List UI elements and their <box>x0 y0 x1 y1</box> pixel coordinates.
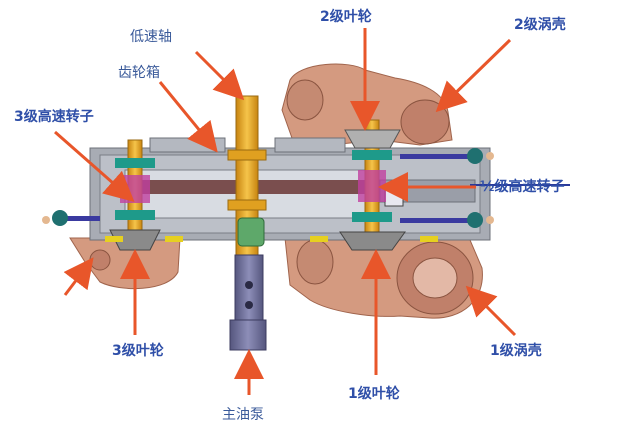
seal-accents <box>105 236 438 242</box>
arrow-low-speed-shaft <box>194 50 245 101</box>
arrow-stage2-volute <box>435 38 512 113</box>
label-stage2-volute: 2级涡壳 <box>514 17 566 33</box>
label-gearbox: 齿轮箱 <box>118 65 160 81</box>
arrow-gearbox <box>158 81 218 153</box>
arrow-stage3-rotor <box>54 130 135 202</box>
label-stage12-rotor: ½级高速转子 <box>480 179 565 195</box>
label-stage1-volute: 1级涡壳 <box>490 343 542 359</box>
gearbox-housing <box>89 137 491 241</box>
arrow-unlabeled-left <box>63 257 94 296</box>
arrow-stage1-volute <box>465 285 517 337</box>
leader-arrows <box>54 28 517 395</box>
stage3-rotor-shape <box>109 139 161 251</box>
label-stage1-impeller: 1级叶轮 <box>348 386 400 402</box>
blue-tie-rods <box>42 148 570 228</box>
label-main-oil-pump: 主油泵 <box>222 407 264 423</box>
label-low-speed-shaft: 低速轴 <box>130 29 172 45</box>
label-stage3-rotor: 3级高速转子 <box>14 109 94 125</box>
label-stage2-impeller: 2级叶轮 <box>320 9 372 25</box>
main-oil-pump-shape <box>229 254 267 351</box>
low-speed-shaft-shape <box>227 95 267 262</box>
label-stage3-impeller: 3级叶轮 <box>112 343 164 359</box>
